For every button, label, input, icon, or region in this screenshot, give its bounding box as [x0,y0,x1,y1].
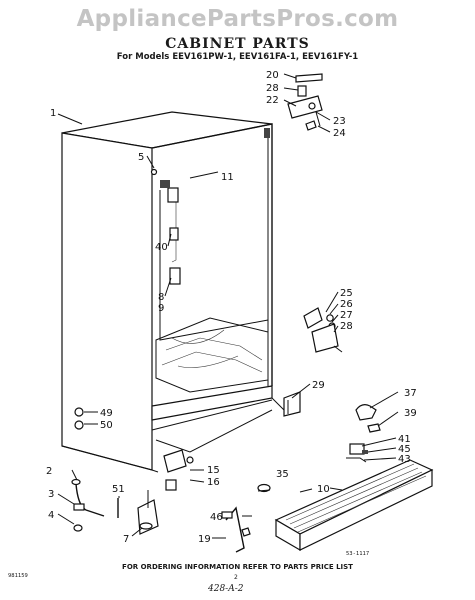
callout-11: 11 [221,172,234,183]
callout-2: 2 [46,466,52,477]
leveling-parts [71,478,159,535]
callout-4: 4 [48,510,54,521]
cabinet-shell [61,111,273,473]
callout-37: 37 [404,388,417,399]
leader-lines [57,73,399,539]
callout-23: 23 [333,116,346,127]
callout-29: 29 [312,380,325,391]
diagram-title: CABINET PARTS [165,36,310,52]
callout-35: 35 [276,469,289,480]
callout-24: 24 [333,128,346,139]
callout-28-middle: 28 [340,321,353,332]
callout-22: 22 [266,95,279,106]
roller-parts [163,449,194,491]
top-hinge-assembly [287,73,323,131]
callout-39: 39 [404,408,417,419]
callout-16: 16 [207,477,220,488]
watermark: AppliancePartsPros.com [76,6,399,32]
switch-parts [346,443,368,463]
callout-45: 45 [398,444,411,455]
model-list: For Models EEV161PW-1, EEV161FA-1, EEV16… [116,52,359,62]
lever-parts [221,506,251,553]
callout-43: 43 [398,454,411,465]
callout-7: 7 [123,534,129,545]
callout-41: 41 [398,434,411,445]
catalog-code: 981159 [8,573,28,579]
page-number: 2 [234,574,238,581]
handwritten-note: 428-A-2 [208,584,244,594]
callout-9: 9 [158,303,164,314]
callout-1: 1 [50,108,56,119]
side-plugs [74,407,84,430]
callout-20: 20 [266,70,279,81]
callout-numbers: 1 2 3 4 5 7 8 9 10 11 15 16 19 20 21 22 … [46,70,417,545]
middle-hinge-assembly [303,307,343,353]
callout-27: 27 [340,310,353,321]
callout-10: 10 [317,484,330,495]
callout-50: 50 [100,420,113,431]
callout-19: 19 [198,534,211,545]
callout-15: 15 [207,465,220,476]
callout-49: 49 [100,408,113,419]
latch-parts [355,404,381,433]
screw-5 [150,168,158,176]
callout-46: 46 [210,512,223,523]
callout-26: 26 [340,299,353,310]
ordering-note: FOR ORDERING INFORMATION REFER TO PARTS … [122,563,353,571]
base-grille [274,459,434,552]
drawing-code: 53-1117 [346,551,370,557]
callout-3: 3 [48,489,54,500]
callout-8: 8 [158,292,164,303]
callout-40: 40 [155,242,168,253]
bracket-29 [283,391,301,417]
callout-28-upper: 28 [266,83,279,94]
callout-25: 25 [340,288,353,299]
callout-5: 5 [138,152,144,163]
callout-51: 51 [112,484,125,495]
